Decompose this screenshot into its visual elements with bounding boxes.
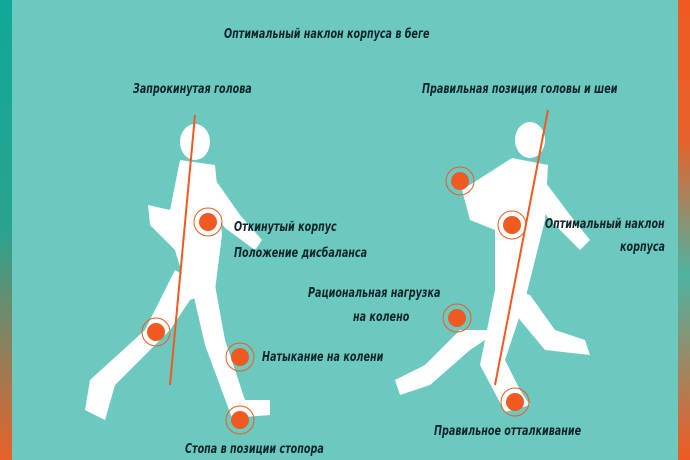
pain-point-markers: [141, 166, 530, 435]
left-foot-label: Стопа в позиции стопора: [185, 442, 324, 457]
right-head-label: Правильная позиция головы и шеи: [422, 82, 618, 97]
right-runner-silhouette: [395, 122, 590, 412]
left-torso-label-2: Положение дисбаланса: [234, 246, 368, 261]
marker-left-knee: [225, 342, 255, 372]
diagram-title: Оптимальный наклон корпуса в беге: [224, 27, 430, 42]
marker-right-knee: [442, 303, 472, 333]
marker-left-foot: [225, 405, 255, 435]
left-torso-label-1: Откинутый корпус: [234, 220, 337, 235]
left-edge-stripe: [0, 0, 12, 460]
marker-left-knee-back: [141, 317, 171, 347]
marker-left-torso: [193, 207, 223, 237]
marker-right-elbow: [445, 166, 475, 196]
right-knee-label-1: Рациональная нагрузка: [308, 286, 441, 301]
right-torso-label-1: Оптимальный наклон: [545, 217, 665, 232]
right-edge-stripe: [678, 0, 690, 460]
left-runner-silhouette: [85, 124, 270, 420]
right-torso-label-2: корпуса: [620, 240, 666, 255]
right-foot-label: Правильное отталкивание: [434, 424, 582, 439]
right-knee-label-2: на колено: [353, 310, 410, 325]
left-head-label: Запрокинутая голова: [133, 82, 252, 97]
marker-right-torso: [497, 210, 527, 240]
left-knee-label: Натыкание на колени: [262, 350, 384, 365]
marker-right-foot: [500, 387, 530, 417]
